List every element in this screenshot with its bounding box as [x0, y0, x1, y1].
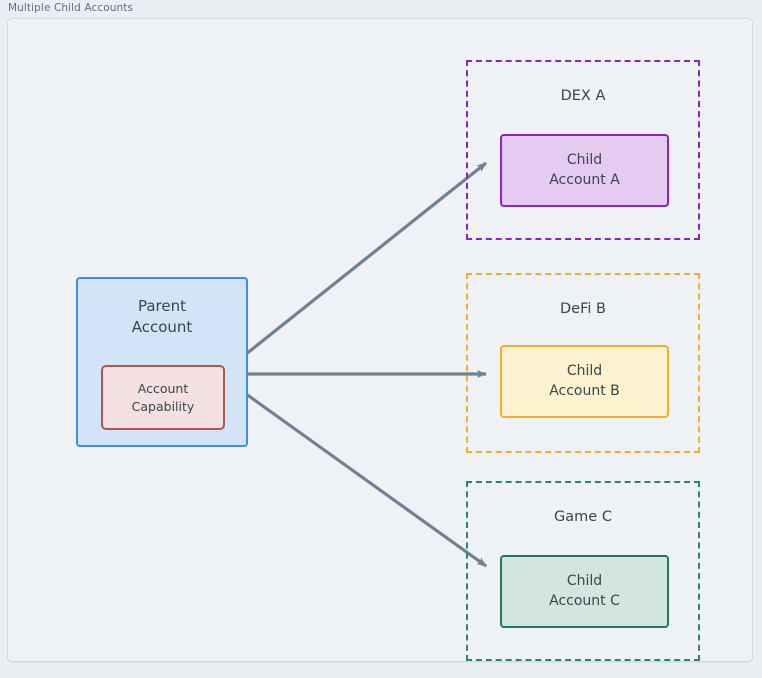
diagram-frame: Parent Account Account Capability DEX A …	[7, 18, 753, 662]
parent-account-title-line2: Account	[131, 317, 193, 336]
arrow-to-child-account-c	[220, 374, 487, 568]
child-account-a-line1: Child	[566, 151, 603, 168]
diagram-title: Multiple Child Accounts	[8, 2, 134, 14]
group-container-game-c: Game C	[466, 481, 700, 661]
group-container-dex-a: DEX A	[466, 60, 700, 240]
group-container-defi-b: DeFi B	[466, 273, 700, 453]
parent-account-title-line1: Parent	[137, 297, 187, 315]
account-capability-node[interactable]: Account Capability	[101, 365, 225, 430]
child-account-a-line2: Account A	[549, 171, 620, 188]
arrow-to-child-account-a	[220, 161, 487, 376]
child-account-b-line1: Child	[566, 362, 603, 379]
group-label-dex-a: DEX A	[560, 88, 606, 104]
group-label-game-c: Game C	[554, 509, 612, 525]
child-account-c-line1: Child	[566, 572, 603, 589]
child-account-c-node[interactable]: Child Account C	[500, 555, 669, 628]
child-account-b-line2: Account B	[549, 382, 620, 399]
account-capability-line1: Account	[137, 381, 189, 396]
account-capability-line2: Capability	[131, 398, 195, 414]
child-account-b-node[interactable]: Child Account B	[500, 345, 669, 418]
parent-account-node[interactable]: Parent Account Account Capability	[76, 277, 248, 447]
child-account-a-node[interactable]: Child Account A	[500, 134, 669, 207]
group-label-defi-b: DeFi B	[560, 301, 606, 317]
child-account-c-line2: Account C	[549, 592, 620, 609]
